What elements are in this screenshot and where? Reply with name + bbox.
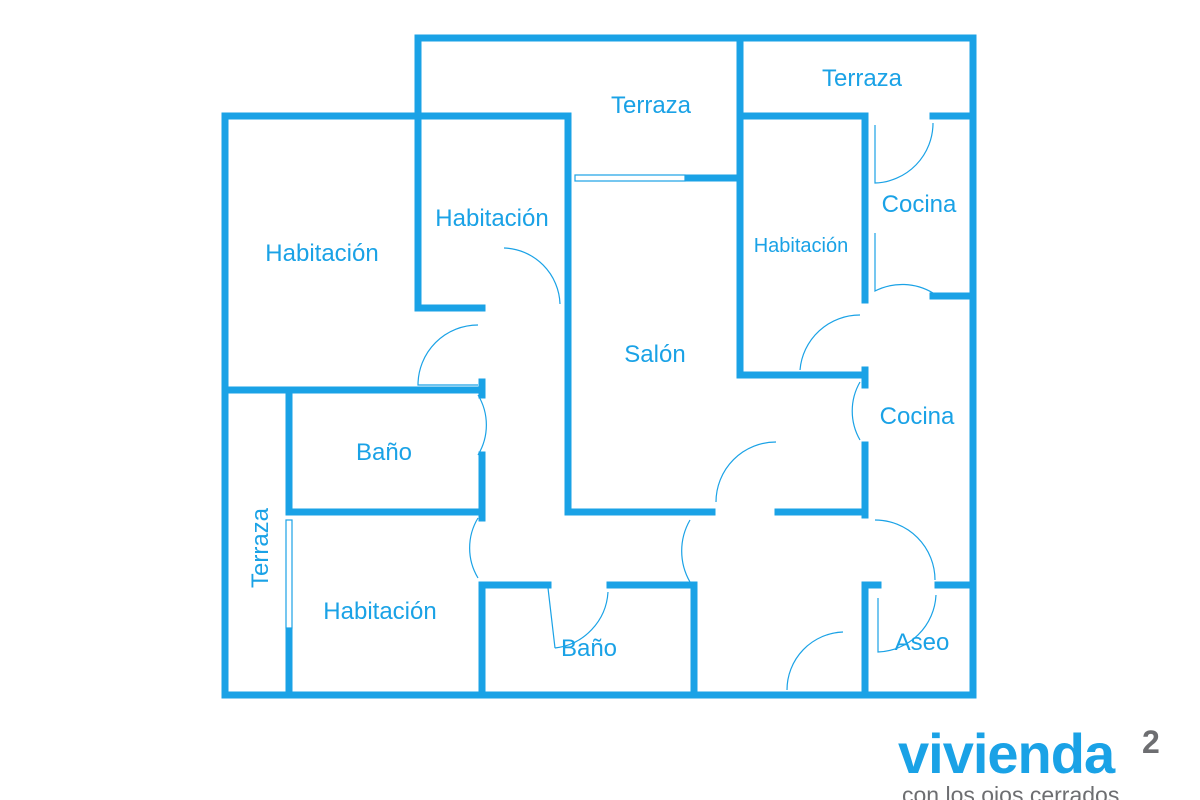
room-label-bano-bottom: Baño	[561, 635, 617, 662]
windows	[285, 174, 686, 629]
room-label-cocina-lower: Cocina	[880, 403, 955, 430]
room-label-habitacion-right: Habitación	[754, 235, 849, 257]
room-label-salon: Salón	[624, 341, 685, 368]
room-labels: Terraza Terraza Habitación Habitación Ha…	[247, 65, 957, 662]
room-label-aseo: Aseo	[895, 629, 950, 656]
brand-superscript: 2	[1142, 724, 1160, 760]
room-label-cocina-upper: Cocina	[882, 191, 957, 218]
doors	[417, 122, 937, 691]
brand-logo: vivienda 2 con los ojos cerrados	[898, 722, 1198, 800]
room-label-habitacion-bottom: Habitación	[323, 598, 436, 625]
room-label-terraza-left: Terraza	[247, 507, 274, 588]
room-label-bano-left: Baño	[356, 439, 412, 466]
room-label-habitacion-left: Habitación	[265, 240, 378, 267]
room-label-terraza-top: Terraza	[611, 92, 692, 119]
room-label-terraza-top-right: Terraza	[822, 65, 903, 92]
room-label-habitacion-center: Habitación	[435, 205, 548, 232]
brand-tagline: con los ojos cerrados	[902, 782, 1120, 800]
brand-wordmark: vivienda	[898, 722, 1115, 785]
walls	[221, 34, 977, 699]
